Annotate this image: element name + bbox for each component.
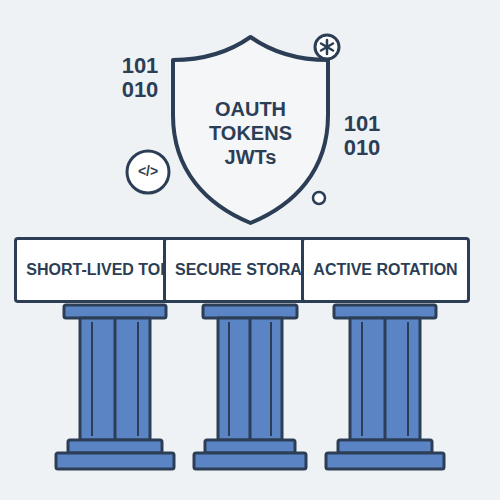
shield-title: OAUTH TOKENS JWTs: [201, 97, 301, 169]
pillar-cap-box: ACTIVE ROTATION: [301, 237, 470, 303]
shield-node: OAUTH TOKENS JWTs: [168, 33, 333, 227]
shield-shape: [173, 37, 328, 223]
binary-digits: 101 010: [337, 112, 387, 160]
pillar-title: ACTIVE ROTATION: [313, 260, 457, 279]
code-icon-text: </>: [133, 164, 163, 179]
node-texts: ACTIVE ROTATION: [313, 260, 457, 279]
binary-digits: 101 010: [115, 54, 165, 102]
node-texts: OAUTH TOKENS JWTs: [201, 91, 301, 169]
pillars: [56, 305, 444, 469]
